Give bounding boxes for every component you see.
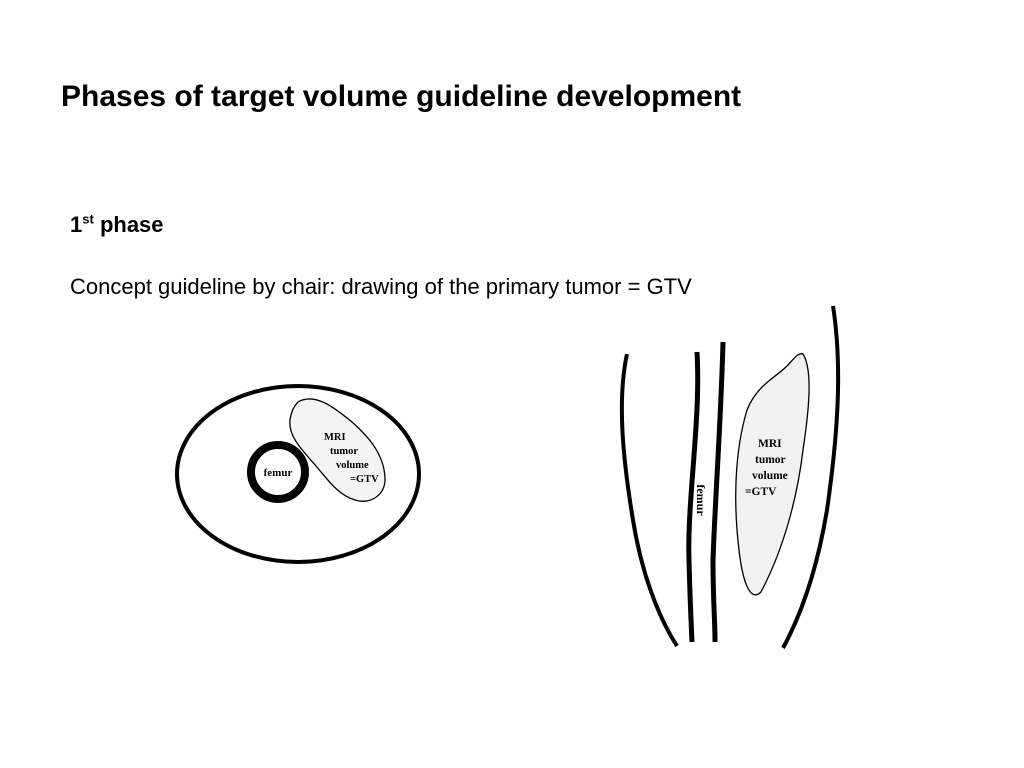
phase-heading: 1st phase	[70, 212, 164, 238]
axial-tumor-line-2: tumor	[330, 446, 358, 457]
femur-left-cortex	[686, 351, 701, 643]
axial-tumor-line-4: =GTV	[350, 474, 379, 485]
phase-word: phase	[99, 212, 164, 237]
phase-suffix: st	[82, 211, 94, 227]
longitudinal-femur-label: femur	[694, 484, 708, 516]
slide-title: Phases of target volume guideline develo…	[61, 80, 742, 113]
axial-tumor-line-1: MRI	[324, 432, 346, 443]
axial-tumor-outline	[289, 398, 386, 502]
thigh-left-edge	[619, 353, 679, 648]
longitudinal-tumor-outline	[735, 353, 810, 596]
axial-femur-label: femur	[264, 467, 293, 479]
femur-ring	[247, 441, 309, 503]
longitudinal-section-diagram: femur MRI tumor volume =GTV	[619, 305, 841, 649]
axial-section-diagram: femur MRI tumor volume =GTV	[175, 384, 421, 564]
longitudinal-tumor-line-3: volume	[752, 470, 788, 482]
femur-right-cortex	[710, 341, 726, 643]
longitudinal-tumor-line-2: tumor	[755, 454, 786, 466]
longitudinal-tumor-line-4: =GTV	[745, 486, 777, 498]
concept-text: Concept guideline by chair: drawing of t…	[70, 274, 692, 299]
axial-tumor-line-3: volume	[336, 460, 369, 471]
phase-number: 1	[70, 212, 83, 237]
thigh-right-edge	[781, 305, 841, 649]
thigh-outline	[175, 384, 421, 564]
longitudinal-tumor-line-1: MRI	[758, 438, 782, 450]
